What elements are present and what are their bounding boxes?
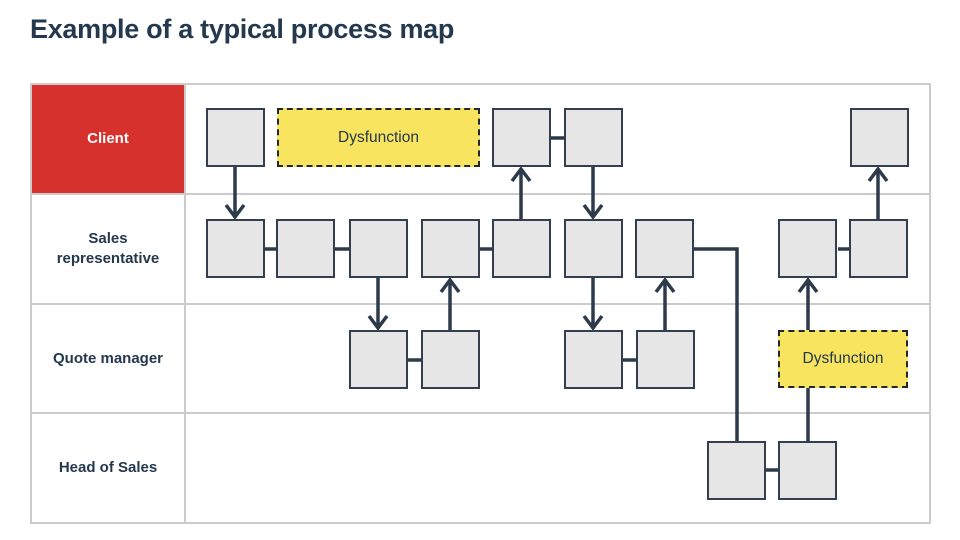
process-step-box — [778, 219, 837, 278]
process-step-box — [636, 330, 695, 389]
process-step-box — [349, 219, 408, 278]
lane-label-client: Client — [32, 85, 186, 193]
process-step-box — [206, 108, 265, 167]
process-step-box — [206, 219, 265, 278]
process-step-box — [492, 108, 551, 167]
process-step-box — [635, 219, 694, 278]
lane-label-head-of-sales: Head of Sales — [32, 414, 186, 522]
process-step-box — [492, 219, 551, 278]
process-step-box — [564, 330, 623, 389]
process-step-box — [564, 219, 623, 278]
process-step-box — [421, 330, 480, 389]
lane-quote-manager: Quote manager — [32, 304, 929, 415]
process-step-box — [778, 441, 837, 500]
dysfunction-box: Dysfunction — [778, 330, 908, 388]
lane-head-of-sales: Head of Sales — [32, 414, 929, 522]
page-title: Example of a typical process map — [30, 14, 455, 44]
lane-label-quote-manager: Quote manager — [32, 304, 186, 413]
dysfunction-box: Dysfunction — [277, 108, 480, 167]
lane-sales-representative: Sales representative — [32, 194, 929, 305]
process-step-box — [849, 219, 908, 278]
process-step-box — [564, 108, 623, 167]
process-step-box — [276, 219, 335, 278]
lane-client: Client — [32, 85, 929, 195]
process-step-box — [421, 219, 480, 278]
swimlane-grid: Client Sales representative Quote manage… — [30, 83, 931, 524]
process-step-box — [707, 441, 766, 500]
process-step-box — [850, 108, 909, 167]
lane-label-sales-representative: Sales representative — [32, 194, 186, 303]
process-step-box — [349, 330, 408, 389]
